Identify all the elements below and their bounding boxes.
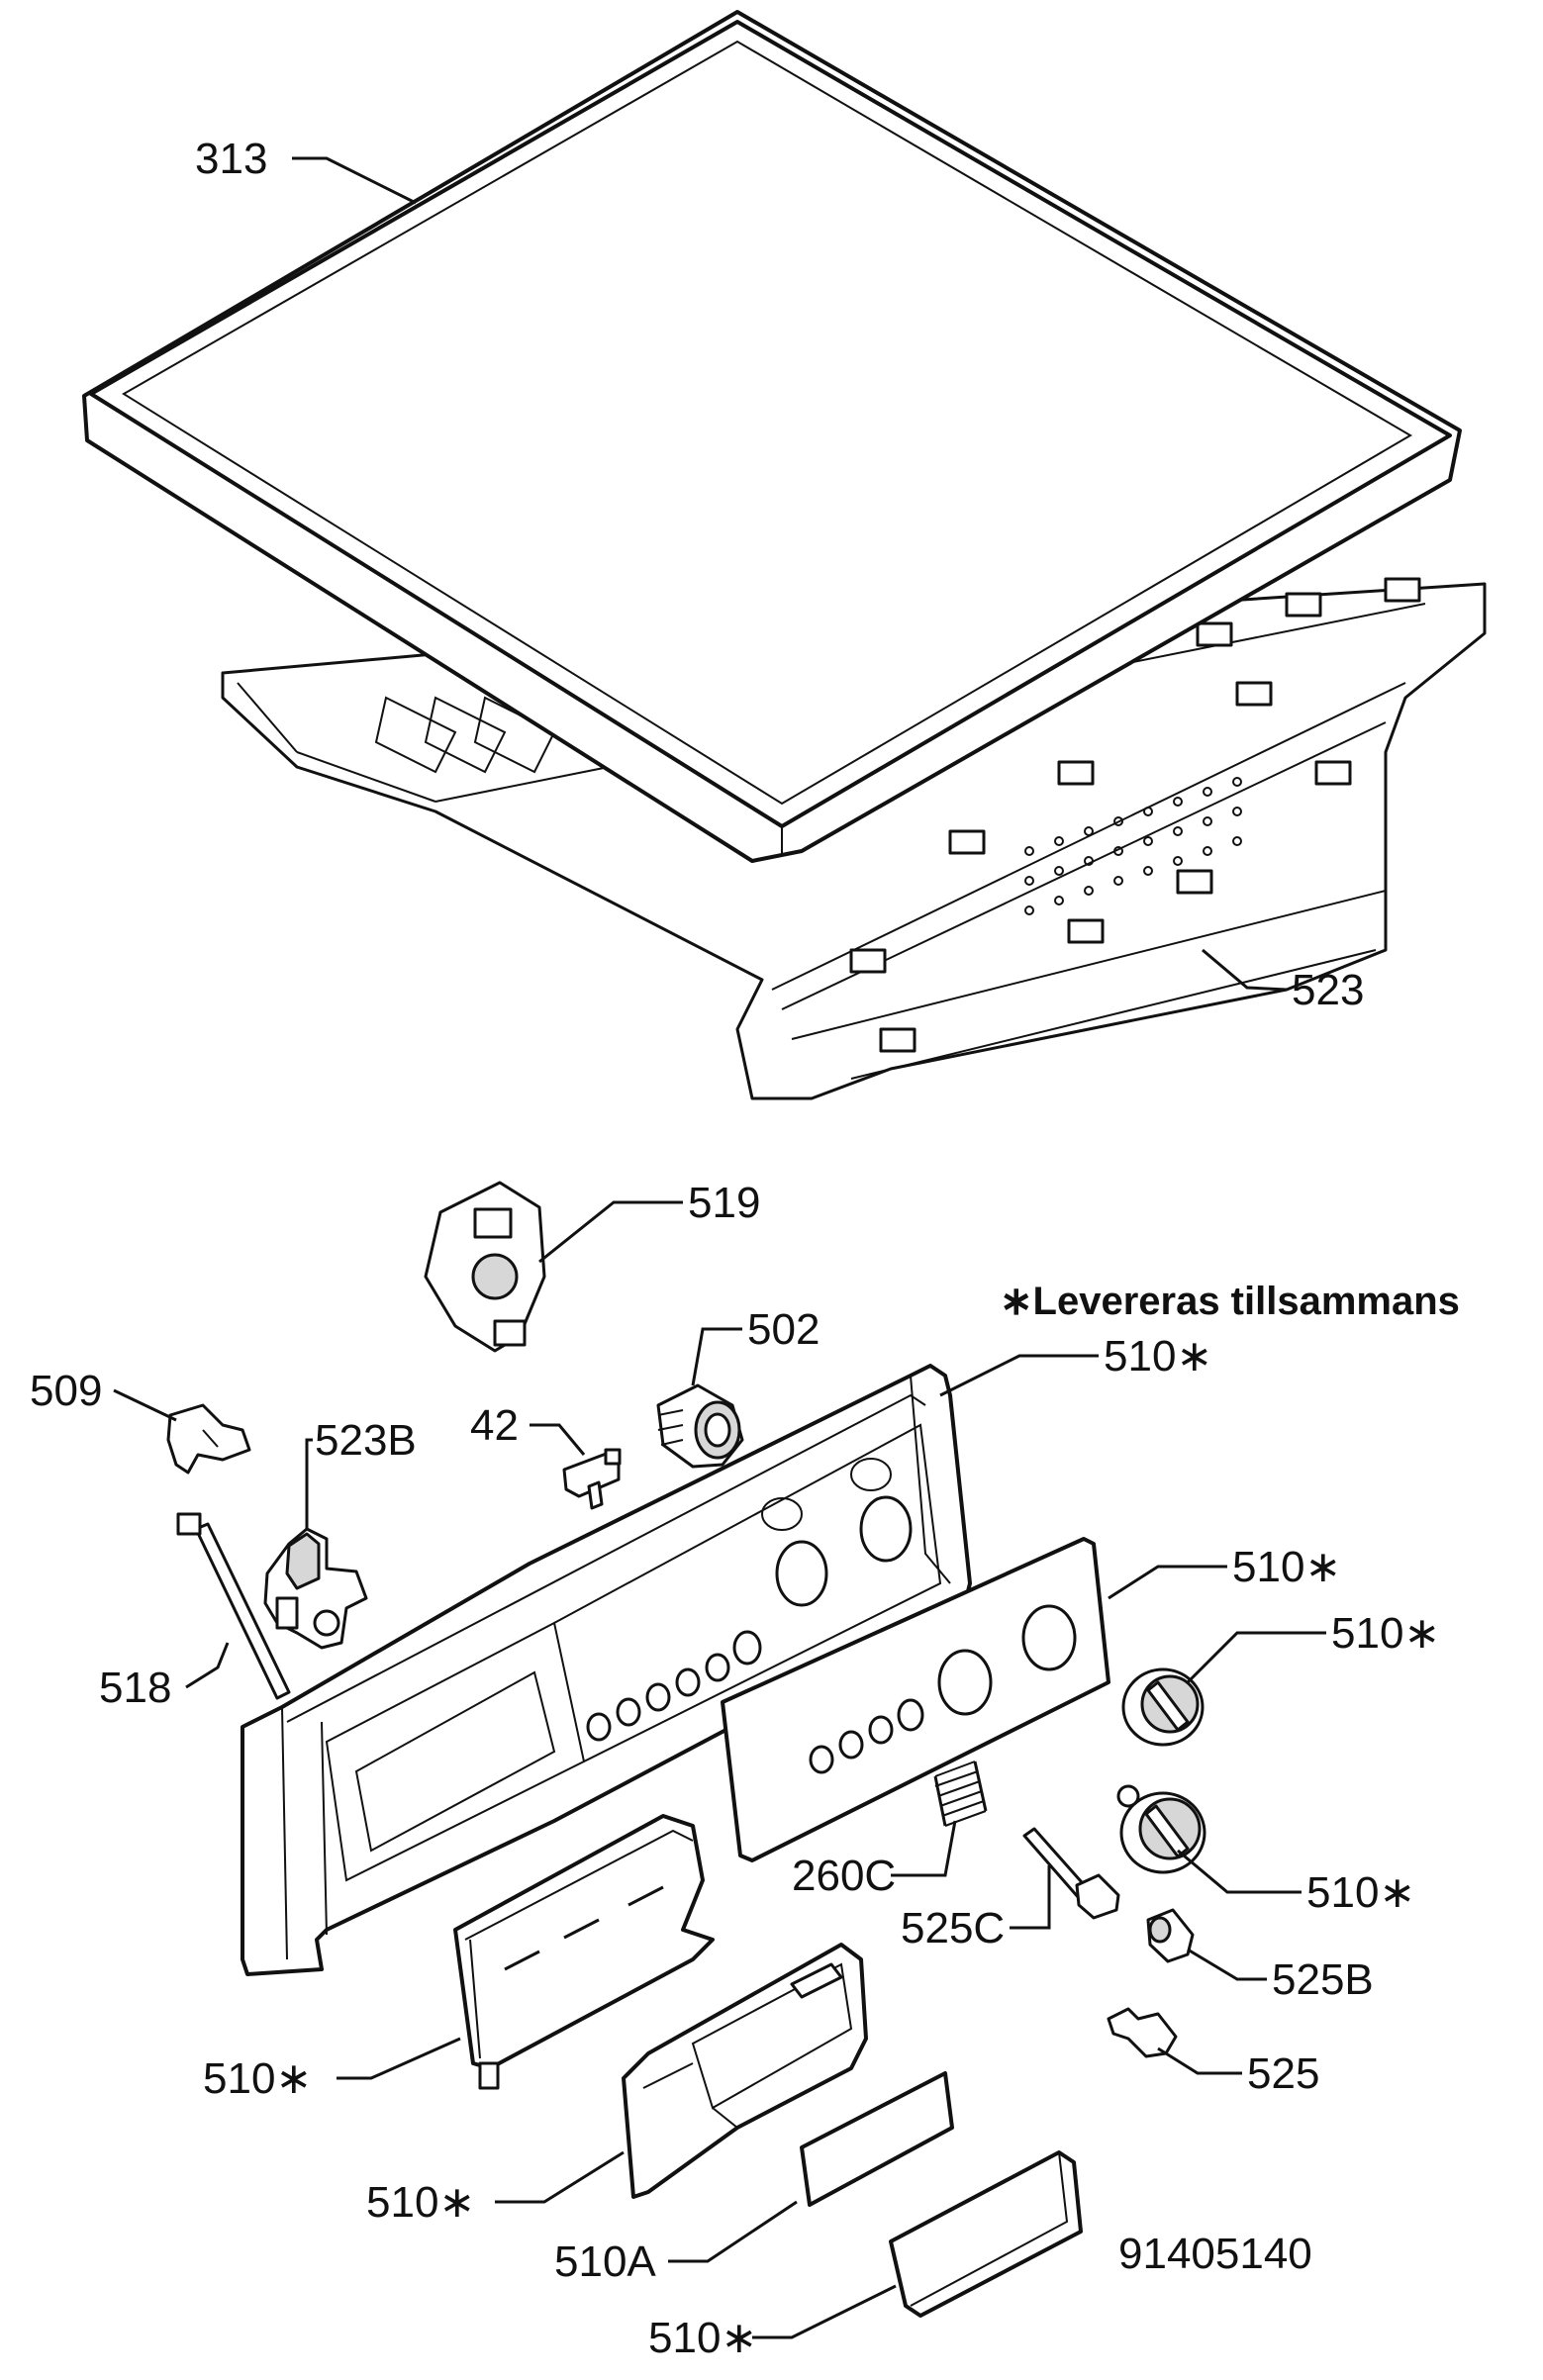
callout-523: 523 [1292,966,1364,1014]
part-519-selector [424,1181,546,1353]
part-510-control-panel [241,1364,972,1976]
part-525-pin [1107,2007,1178,2058]
part-502-switch [656,1383,744,1469]
part-313-lid [82,10,1462,863]
callout-510a: 510A [554,2237,656,2286]
part-523b-lock [263,1527,368,1650]
callout-313: 313 [195,135,267,183]
callout-510-knob-top: 510∗ [1331,1609,1440,1658]
part-525c-shaft [1022,1827,1120,1920]
callout-510-bezel: 510∗ [1232,1543,1341,1591]
callout-518: 518 [99,1664,171,1712]
callout-42: 42 [470,1401,519,1450]
part-510-knob-bottom [1116,1784,1206,1874]
callout-519: 519 [688,1179,760,1227]
callout-510-handle: 510∗ [648,2314,757,2362]
callout-525b: 525B [1272,1955,1374,2004]
part-260c-spring [933,1761,988,1827]
callout-labels: 313 523 519 502 509 42 523B 518 510∗ 510… [30,135,1440,2362]
part-510a-insert [800,2071,954,2207]
drawing-number: 91405140 [1118,2230,1312,2278]
leader-lines [113,156,1326,2339]
callout-260c: 260C [792,1852,896,1900]
callout-502: 502 [747,1305,820,1354]
part-525b-pin [1146,1908,1195,1963]
callout-510-knob-bottom: 510∗ [1306,1868,1415,1917]
callout-525: 525 [1247,2049,1319,2098]
part-510-drawer [622,1943,868,2199]
part-510-bezel [721,1537,1110,1862]
callout-510-drawer-front: 510∗ [203,2054,312,2103]
callout-510-drawer: 510∗ [366,2178,475,2227]
part-509-lever [166,1403,251,1475]
part-510-handle [889,2150,1083,2318]
callout-525c: 525C [901,1904,1005,1952]
assembly-note: ∗Levereras tillsammans [1000,1280,1460,1323]
callout-510-panel: 510∗ [1104,1332,1212,1380]
part-510-drawer-front [453,1814,715,2090]
callout-509: 509 [30,1367,102,1415]
part-510-knob-top [1121,1667,1205,1747]
callout-523b: 523B [315,1416,417,1465]
part-518-rod [176,1512,291,1700]
part-42-connector [562,1448,622,1510]
